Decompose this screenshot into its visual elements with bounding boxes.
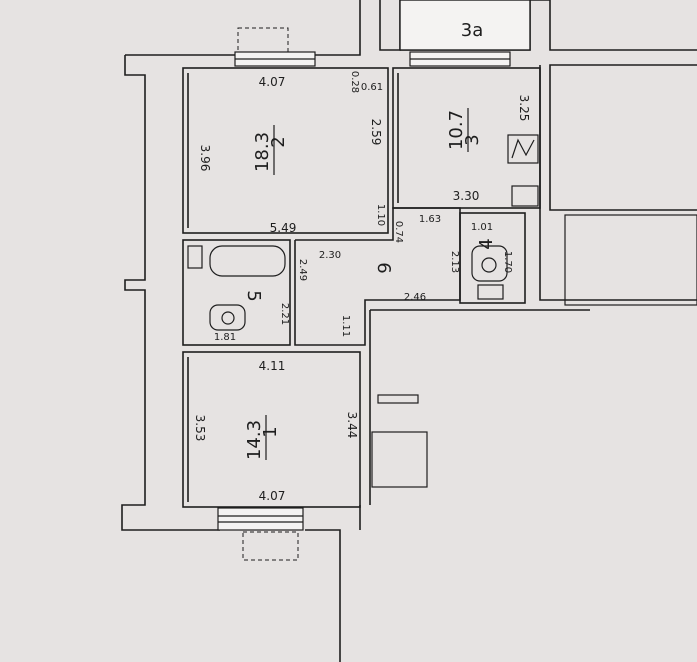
room-3-number: 3: [462, 134, 483, 145]
dim-hall-inner: 1.11: [340, 315, 351, 337]
balconies: [237, 27, 299, 561]
dim-r1-bottom: 4.07: [259, 489, 286, 503]
room-2-outline: [182, 67, 389, 234]
dim-r1-top: 4.11: [259, 359, 286, 373]
room-2-area: 18.3: [252, 132, 273, 172]
room-3a-number: 3a: [461, 20, 483, 41]
shaft-right-a: [564, 214, 697, 306]
dim-r5-bottom: 1.81: [214, 332, 236, 343]
dim-r1-left: 3.53: [193, 415, 207, 442]
toilet-room-5: [209, 304, 246, 331]
room-1-area: 14.3: [244, 420, 265, 460]
room-4-outline: [459, 212, 526, 304]
room-4-number: 4: [476, 238, 497, 249]
room-6-number: 6: [373, 262, 394, 273]
dim-r3-bottom: 3.30: [453, 189, 480, 203]
shaft-right-b: [371, 431, 428, 488]
dim-r1-right: 3.44: [345, 412, 359, 439]
stove-zigzag: [511, 138, 535, 159]
dim-r2-right: 2.59: [369, 119, 383, 146]
outer-wall-top-right: [379, 0, 401, 51]
dim-r5-right-a: 2.49: [297, 259, 308, 281]
cabinet-room-3: [511, 185, 539, 207]
dim-r4-top: 1.01: [471, 222, 493, 233]
dim-stub-c: 1.10: [375, 204, 386, 226]
room-3a-block: [399, 0, 531, 51]
dim-stub-b: 0.61: [361, 82, 383, 93]
window-room-1: [217, 507, 304, 531]
dim-stub-a: 0.28: [349, 71, 360, 93]
room-labels: 2 18.3 3 10.7 1 14.3 4 5 6 3a: [243, 20, 497, 460]
room-3-area: 10.7: [446, 110, 467, 150]
dim-r2-top: 4.07: [259, 75, 286, 89]
stove-room-3: [507, 134, 539, 164]
dim-r2-left: 3.96: [198, 145, 212, 172]
room-2-number: 2: [268, 136, 289, 147]
room-3-outline: [392, 67, 541, 209]
sink-room-5: [187, 245, 203, 269]
room-5-number: 5: [243, 290, 264, 301]
windows: [217, 51, 511, 531]
dim-corr-a: 0.74: [393, 221, 404, 243]
dim-hall-top: 2.30: [319, 250, 341, 261]
dim-corr-b: 1.63: [419, 214, 441, 225]
outer-wall-bottom: [305, 529, 341, 662]
outer-wall-top-mid: [315, 0, 361, 56]
balcony-bottom: [242, 531, 299, 561]
dim-r2-bottom: 5.49: [270, 221, 297, 235]
toilet-room-4: [471, 245, 508, 282]
room-1-outline: [182, 351, 361, 508]
dimension-labels: 4.07 3.96 2.59 5.49 0.28 0.61 1.10 3.25 …: [193, 71, 531, 503]
toilet-bowl-room-4: [481, 257, 497, 273]
walls: [121, 0, 697, 662]
sink-room-4: [477, 284, 504, 300]
room-5-outline: [182, 239, 291, 346]
shelf-right: [377, 394, 419, 404]
hall-outline: [294, 207, 461, 346]
balcony-top: [237, 27, 289, 53]
fixtures: [187, 134, 697, 488]
dim-r4-left: 2.13: [449, 251, 460, 273]
outer-wall-right: [549, 64, 697, 211]
dim-hall-bottom: 2.46: [404, 292, 426, 303]
bathtub: [209, 245, 286, 277]
dim-r3-top: 3.25: [517, 95, 531, 122]
toilet-bowl-room-5: [221, 311, 235, 325]
room-1-number: 1: [260, 426, 281, 437]
outer-wall-left: [121, 55, 220, 531]
dim-r4-right: 1.70: [502, 251, 513, 273]
dim-r5-right-b: 2.21: [279, 303, 290, 325]
outer-wall-right-lower: [539, 65, 697, 301]
